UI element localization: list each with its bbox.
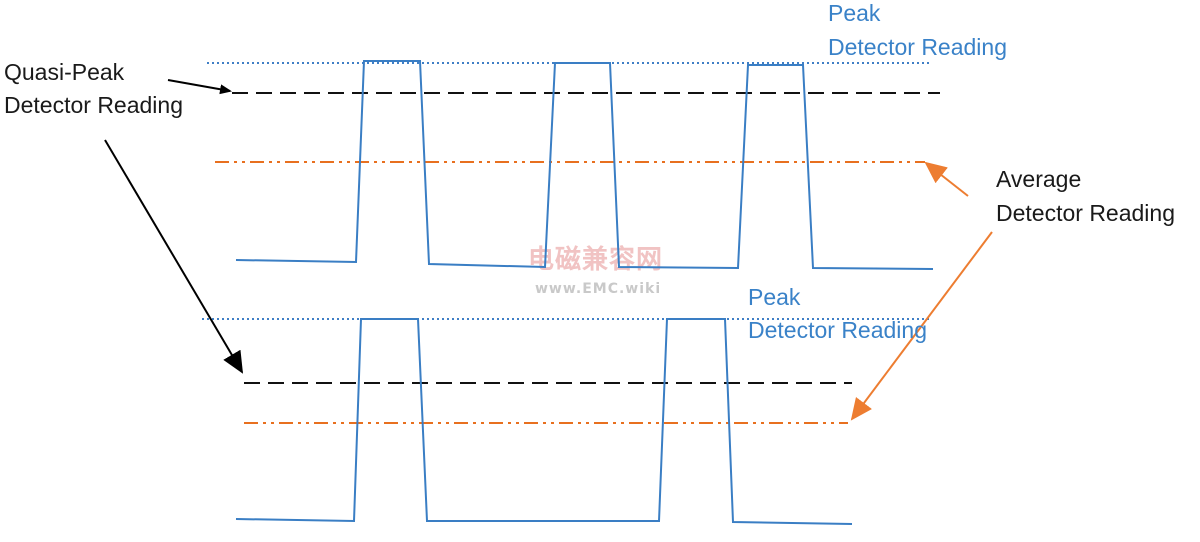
peak-bottom-label-line1: Peak xyxy=(748,284,801,310)
peak-top-label-line1: Peak xyxy=(828,0,881,26)
average-label-line2: Detector Reading xyxy=(996,200,1175,226)
average-bottom-arrow xyxy=(850,231,993,421)
top-signal-waveform xyxy=(235,60,934,270)
watermark-url-text: www.EMC.wiki xyxy=(535,281,661,297)
average-top-arrow xyxy=(924,161,969,197)
quasi-peak-top-arrow xyxy=(167,79,232,95)
bottom-waveform-group xyxy=(202,318,930,525)
quasi-peak-bottom-arrow xyxy=(104,139,244,374)
quasi-peak-label: Quasi-Peak Detector Reading xyxy=(4,59,183,118)
peak-bottom-label-line2: Detector Reading xyxy=(748,317,927,343)
bottom-signal-waveform xyxy=(235,318,853,525)
peak-top-label-line2: Detector Reading xyxy=(828,34,1007,60)
peak-bottom-label: Peak Detector Reading xyxy=(748,284,927,343)
average-label-line1: Average xyxy=(996,166,1081,192)
average-label: Average Detector Reading xyxy=(996,166,1175,226)
watermark-chinese-text: 电磁兼容网 xyxy=(528,244,663,275)
arrows xyxy=(104,79,993,421)
top-waveform-group xyxy=(207,60,940,270)
quasi-peak-label-line2: Detector Reading xyxy=(4,92,183,118)
watermark: 电磁兼容网 www.EMC.wiki xyxy=(528,244,663,297)
quasi-peak-label-line1: Quasi-Peak xyxy=(4,59,125,85)
peak-top-label: Peak Detector Reading xyxy=(828,0,1007,60)
